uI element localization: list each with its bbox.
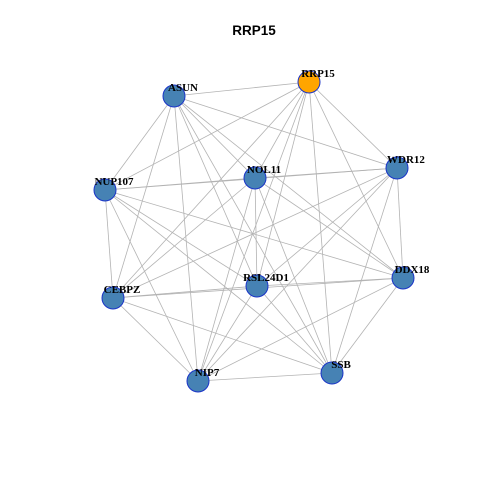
node-label-cebpz: CEBPZ <box>104 284 141 296</box>
diagram-title: RRP15 <box>232 23 276 38</box>
node-rrp15[interactable] <box>297 70 321 94</box>
node-nup107[interactable] <box>93 178 117 202</box>
edge-ddx18-nip7 <box>197 277 404 382</box>
edge-rsl24d1-nip7 <box>197 285 258 382</box>
edge-nol11-cebpz <box>112 177 256 299</box>
edge-asun-cebpz <box>112 95 175 299</box>
edge-asun-nup107 <box>104 95 175 191</box>
node-asun[interactable] <box>162 84 186 108</box>
node-nip7[interactable] <box>186 369 210 393</box>
edges-layer <box>104 81 404 382</box>
edge-nup107-nol11 <box>104 177 256 191</box>
node-label-nip7: NIP7 <box>195 367 220 379</box>
node-wdr12[interactable] <box>385 156 409 180</box>
node-label-asun: ASUN <box>168 82 198 94</box>
node-label-rsl24d1: RSL24D1 <box>243 272 289 284</box>
edge-rrp15-nip7 <box>197 81 310 382</box>
edge-wdr12-nip7 <box>197 167 398 382</box>
edge-asun-nol11 <box>173 95 256 179</box>
edge-rrp15-nol11 <box>254 81 310 179</box>
edge-rrp15-wdr12 <box>308 81 398 169</box>
edge-cebpz-nip7 <box>112 297 199 382</box>
edge-wdr12-ssb <box>331 167 398 374</box>
edge-wdr12-ddx18 <box>396 167 404 279</box>
node-label-wdr12: WDR12 <box>387 154 425 166</box>
edge-nol11-wdr12 <box>254 167 398 179</box>
edge-wdr12-cebpz <box>112 167 398 299</box>
node-label-ssb: SSB <box>331 359 351 371</box>
edge-cebpz-ssb <box>112 297 333 374</box>
edge-rsl24d1-ssb <box>256 285 333 374</box>
node-rsl24d1[interactable] <box>245 274 269 298</box>
edge-rrp15-cebpz <box>112 81 310 299</box>
node-ddx18[interactable] <box>391 266 415 290</box>
edge-nol11-nip7 <box>197 177 256 382</box>
node-label-nup107: NUP107 <box>94 176 134 188</box>
edge-asun-rsl24d1 <box>173 95 258 287</box>
nodes-layer <box>93 70 415 393</box>
edge-ddx18-ssb <box>331 277 404 374</box>
node-label-rrp15: RRP15 <box>301 68 335 80</box>
edge-rrp15-asun <box>173 81 310 97</box>
edge-nup107-nip7 <box>104 189 199 382</box>
node-ssb[interactable] <box>320 361 344 385</box>
node-nol11[interactable] <box>243 166 267 190</box>
edge-rrp15-rsl24d1 <box>256 81 310 287</box>
edge-nup107-ddx18 <box>104 189 404 279</box>
node-label-ddx18: DDX18 <box>395 264 430 276</box>
edge-rrp15-ddx18 <box>308 81 404 279</box>
edge-nup107-rsl24d1 <box>104 189 258 287</box>
edge-nol11-ddx18 <box>254 177 404 279</box>
edge-asun-ssb <box>173 95 333 374</box>
node-cebpz[interactable] <box>101 286 125 310</box>
edge-nol11-rsl24d1 <box>254 177 258 287</box>
edge-rsl24d1-cebpz <box>112 285 258 299</box>
node-label-nol11: NOL11 <box>247 164 281 176</box>
edge-wdr12-rsl24d1 <box>256 167 398 287</box>
edge-asun-wdr12 <box>173 95 398 169</box>
edge-asun-ddx18 <box>173 95 404 279</box>
edge-nip7-ssb <box>197 372 333 382</box>
edge-rrp15-ssb <box>308 81 333 374</box>
edge-nup107-ssb <box>104 189 333 374</box>
edge-nup107-cebpz <box>104 189 114 299</box>
edge-asun-nip7 <box>173 95 199 382</box>
edge-nol11-ssb <box>254 177 333 374</box>
edge-rrp15-nup107 <box>104 81 310 191</box>
